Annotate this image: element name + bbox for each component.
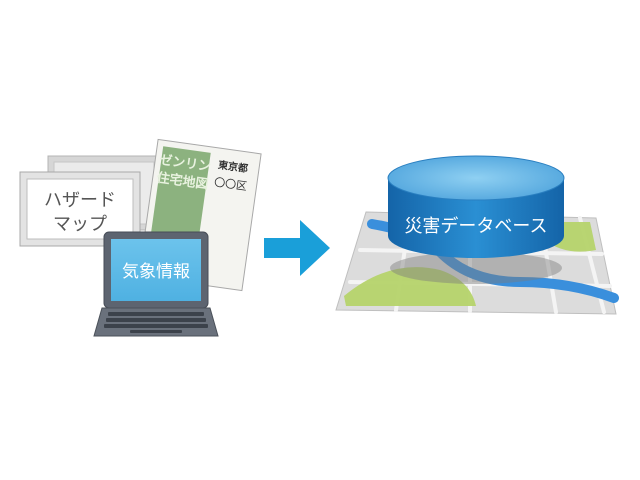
hazard-map-label-line2: マップ <box>53 214 107 235</box>
hazard-map-card: ハザード マップ <box>19 171 141 247</box>
residential-map-ward: 〇〇区 <box>213 176 247 193</box>
arrow-icon <box>264 220 330 276</box>
residential-map-prefecture: 東京都 <box>217 158 249 175</box>
laptop-keyboard <box>104 312 208 333</box>
disaster-database-icon: 災害データベース <box>387 155 565 258</box>
laptop-icon: 気象情報 <box>93 231 219 337</box>
weather-info-label: 気象情報 <box>122 262 190 282</box>
residential-map-title-line2: 住宅地図 <box>156 170 210 193</box>
hazard-map-label-line1: ハザード <box>44 190 116 211</box>
disaster-database-label: 災害データベース <box>404 216 547 237</box>
residential-map-title-line1: ゼンリン <box>158 152 212 175</box>
